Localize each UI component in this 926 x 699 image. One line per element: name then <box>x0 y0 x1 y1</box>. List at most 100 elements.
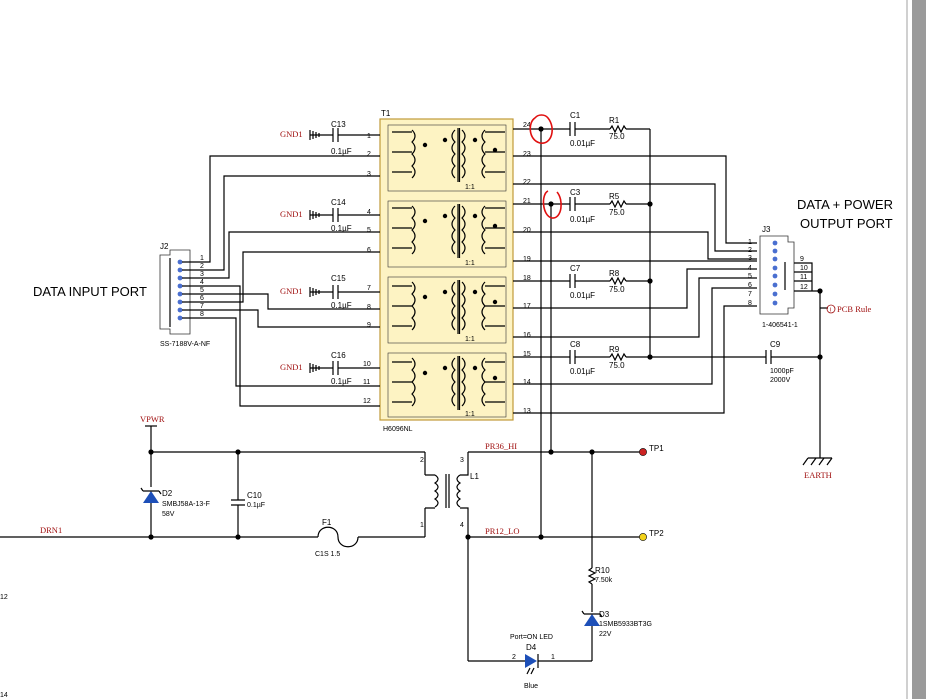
t1-channel-2: 1:1 <box>387 200 507 268</box>
ratio-label: 1:1 <box>465 184 475 191</box>
t1-channel-3: 1:1 <box>387 276 507 344</box>
t1-pin-12: 12 <box>363 398 371 405</box>
j3-pin-2: 2 <box>748 247 752 254</box>
earth-label: EARTH <box>804 470 832 480</box>
t1-pin-24: 24 <box>523 122 531 129</box>
c9-value: 1000pF <box>770 368 794 375</box>
r1-value: 75.0 <box>609 132 625 141</box>
r8-designator: R8 <box>609 269 620 278</box>
j2-designator: J2 <box>160 242 169 251</box>
j3-pin-9: 9 <box>800 256 804 263</box>
c16-value: 0.1µF <box>331 377 352 386</box>
c1-value: 0.01µF <box>570 139 595 148</box>
t1-pin-10: 10 <box>363 361 371 368</box>
t1-pin-20: 20 <box>523 227 531 234</box>
c14-designator: C14 <box>331 198 346 207</box>
j3-pin-1: 1 <box>748 239 752 246</box>
r9-value: 75.0 <box>609 361 625 370</box>
t1-pin-11: 11 <box>363 379 370 386</box>
c8-designator: C8 <box>570 340 581 349</box>
j2-pin-6: 6 <box>200 295 204 302</box>
l1-pin-4: 4 <box>460 522 464 529</box>
t1-pin-23: 23 <box>523 151 531 158</box>
d3-part-number: 1SMB5933BT3G <box>599 621 652 628</box>
capacitor-c13-group: GND1 C13 0.1µF <box>280 120 380 156</box>
right-caps-resistors: C1 0.01µF R1 75.0 C3 0.01µF R5 75.0 C7 0… <box>513 111 823 384</box>
gnd-label: GND1 <box>280 129 303 139</box>
data-input-port-label: DATA INPUT PORT <box>33 284 147 299</box>
t1-pin-1: 1 <box>367 133 371 140</box>
d2-designator: D2 <box>162 489 173 498</box>
vpwr-label: VPWR <box>140 414 165 424</box>
gnd-label: GND1 <box>280 362 303 372</box>
t1-pin-13: 13 <box>523 408 531 415</box>
c7-designator: C7 <box>570 264 581 273</box>
capacitor-c15-group: GND1 C15 0.1µF <box>280 274 380 310</box>
j2-pin-3: 3 <box>200 271 204 278</box>
d4-color: Blue <box>524 683 538 690</box>
t1-pin-2: 2 <box>367 151 371 158</box>
t1-pin-3: 3 <box>367 171 371 178</box>
j3-pin-4: 4 <box>748 265 752 272</box>
t1-designator: T1 <box>381 109 391 118</box>
t1-pin-7: 7 <box>367 285 371 292</box>
t1-pin-9: 9 <box>367 322 371 329</box>
ratio-label: 1:1 <box>465 260 475 267</box>
l1-pin-2: 2 <box>420 457 424 464</box>
t1-part-number: H6096NL <box>383 426 413 433</box>
capacitor-c14-group: GND1 C14 0.1µF <box>280 198 380 233</box>
c9-voltage: 2000V <box>770 377 791 384</box>
c3-designator: C3 <box>570 188 581 197</box>
c7-value: 0.01µF <box>570 291 595 300</box>
l1-pin-1: 1 <box>420 522 424 529</box>
ratio-label: 1:1 <box>465 411 475 418</box>
hand-drawn-annotations <box>529 114 562 219</box>
r9-designator: R9 <box>609 345 620 354</box>
t1-pin-22: 22 <box>523 179 531 186</box>
d4-note: Port=ON LED <box>510 634 553 641</box>
c13-designator: C13 <box>331 120 346 129</box>
r10-designator: R10 <box>595 566 610 575</box>
pr36-hi-label: PR36_HI <box>485 441 517 451</box>
l1-pin-3: 3 <box>460 457 464 464</box>
svg-text:i: i <box>830 308 831 314</box>
capacitor-c16-group: GND1 C16 0.1µF <box>280 351 380 386</box>
r5-value: 75.0 <box>609 208 625 217</box>
j2-pin-4: 4 <box>200 279 204 286</box>
f1-designator: F1 <box>322 518 332 527</box>
t1-channel-1: 1:1 <box>387 124 507 192</box>
j2-pin-1: 1 <box>200 255 204 262</box>
t1-pin-6: 6 <box>367 247 371 254</box>
j2-pin-5: 5 <box>200 287 204 294</box>
f1-part-number: C1S 1.5 <box>315 551 340 558</box>
tp1-label: TP1 <box>649 444 664 453</box>
d3-voltage: 22V <box>599 631 612 638</box>
connector-j3: J3 1 2 3 4 5 6 7 8 9 10 11 12 1-406541-1… <box>748 225 871 480</box>
connector-j2: J2 SS-7188V-A-NF 1 2 3 4 5 6 7 8 <box>159 242 210 348</box>
t1-pin-15: 15 <box>523 351 531 358</box>
j3-pin-8: 8 <box>748 300 752 307</box>
gnd-label: GND1 <box>280 286 303 296</box>
t1-pin-4: 4 <box>367 209 371 216</box>
r8-value: 75.0 <box>609 285 625 294</box>
center-tap-nets <box>538 126 554 537</box>
d3-designator: D3 <box>599 610 610 619</box>
d2-part-number: SMBJ58A-13-F <box>162 501 210 508</box>
pr12-lo-label: PR12_LO <box>485 526 519 536</box>
data-power-label-line1: DATA + POWER <box>797 197 893 212</box>
c15-designator: C15 <box>331 274 346 283</box>
j2-to-t1-wiring <box>182 155 380 407</box>
vertical-scrollbar[interactable] <box>912 0 926 699</box>
pcb-rule-label: PCB Rule <box>837 304 871 314</box>
t1-pin-14: 14 <box>523 379 531 386</box>
c9-designator: C9 <box>770 340 781 349</box>
c16-designator: C16 <box>331 351 346 360</box>
j2-pin-7: 7 <box>200 303 204 310</box>
c8-value: 0.01µF <box>570 367 595 376</box>
r1-designator: R1 <box>609 116 620 125</box>
r10-value: 7.50k <box>595 577 613 584</box>
c10-designator: C10 <box>247 491 262 500</box>
t1-to-j3-wiring <box>513 155 757 414</box>
c10-value: 0.1µF <box>247 502 265 509</box>
